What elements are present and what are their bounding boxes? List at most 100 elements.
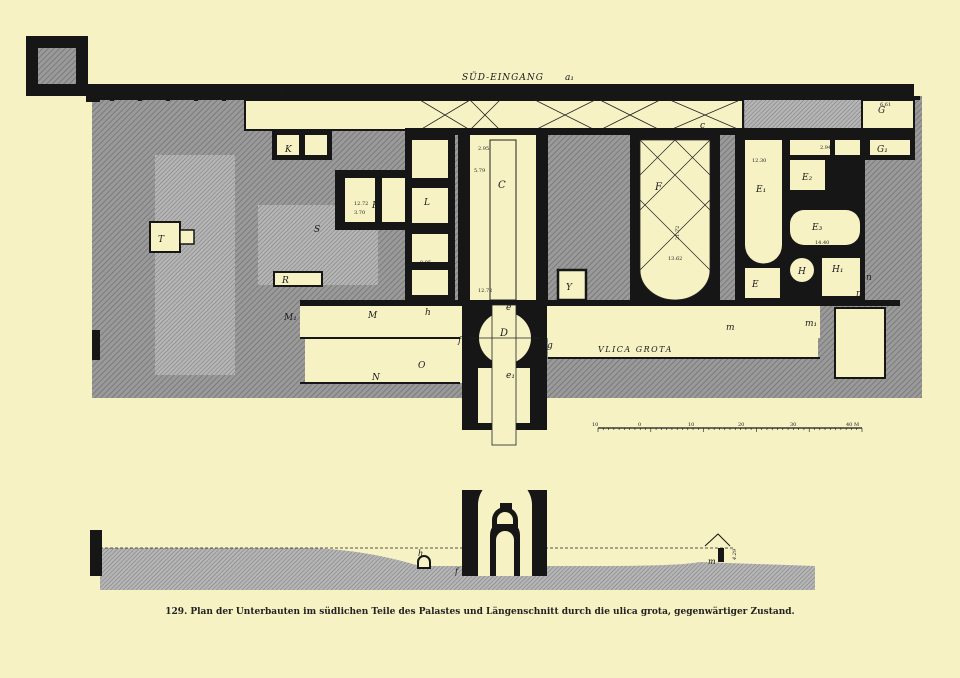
section-label-m: m — [708, 557, 716, 566]
facade-buttress — [614, 96, 618, 101]
room-r — [273, 271, 323, 287]
gate-d — [462, 304, 547, 446]
section-arch-h — [417, 555, 431, 569]
section-west-wall — [90, 530, 102, 576]
label-e1-small: e₁ — [506, 371, 515, 381]
room-g1-inner — [870, 140, 910, 155]
plan-dimensions: 12.72 3.70 2.95 12.72 21.72 13.62 14.40 … — [354, 102, 891, 294]
label-e3: E₃ — [811, 223, 823, 233]
facade-buttress — [166, 96, 170, 101]
street-label: VLICA GROTA — [598, 345, 673, 354]
facade-buttress — [390, 96, 394, 101]
facade-buttress — [754, 96, 758, 101]
corner-tower — [26, 36, 100, 102]
scale-ticks — [597, 428, 863, 432]
dim-d10: 2.94 — [820, 145, 831, 151]
label-e-small: e — [506, 303, 511, 313]
section-tower — [462, 478, 547, 576]
longitudinal-section: h f m 4.29 — [90, 478, 815, 590]
dim-d9: 8.85 — [420, 260, 431, 266]
label-h: H — [797, 267, 806, 277]
label-g-small: g — [547, 341, 553, 351]
facade-buttress — [530, 96, 534, 101]
label-e: E — [751, 280, 759, 290]
facade-buttress — [838, 96, 842, 101]
label-l: L — [423, 198, 430, 208]
room-y — [556, 268, 588, 302]
label-d: D — [499, 328, 508, 339]
facade-buttress — [810, 96, 814, 101]
facade-buttress — [446, 96, 450, 101]
scale-bar: 10 0 10 20 30 40 M — [592, 422, 863, 432]
section-label-f: f — [454, 567, 460, 576]
dim-d6: 13.62 — [668, 256, 682, 262]
section-ground — [100, 548, 815, 590]
scale-label-1: 0 — [638, 422, 641, 428]
label-y: Y — [566, 283, 573, 293]
corridor-inner-wall — [405, 128, 915, 135]
room-f — [630, 135, 720, 301]
label-f: F — [654, 182, 663, 193]
label-m-small: m — [726, 323, 735, 333]
west-wall-stub — [92, 330, 100, 360]
label-e2: E₂ — [801, 173, 813, 183]
label-c: C — [498, 180, 506, 191]
facade-buttress — [558, 96, 562, 101]
label-h1: H₁ — [831, 265, 843, 275]
label-r: R — [281, 276, 289, 286]
central-spine — [458, 135, 548, 305]
dim-d5: 21.72 — [675, 226, 681, 240]
facade-buttress — [502, 96, 506, 101]
label-s: S — [314, 225, 320, 235]
label-e1: E₁ — [755, 185, 766, 195]
scale-label-0: 10 — [592, 422, 598, 428]
entrance-label: SÜD-EINGANG — [462, 71, 544, 83]
dim-d2: 3.70 — [354, 210, 365, 216]
facade-buttress — [474, 96, 478, 101]
facade-buttress — [670, 96, 674, 101]
scale-label-4: 30 — [790, 422, 796, 428]
facade-buttress — [138, 96, 142, 101]
label-c-small: c — [700, 121, 705, 131]
rooms-e — [735, 135, 865, 300]
dim-d4: 12.72 — [478, 288, 492, 294]
label-n: N — [371, 373, 381, 383]
room-g-corner — [861, 99, 915, 131]
dim-d3: 2.95 — [478, 146, 489, 152]
section-label-h: h — [418, 549, 423, 558]
label-f-small: f — [457, 336, 463, 346]
label-g1: G₁ — [877, 145, 888, 155]
cryptoporticus — [244, 99, 744, 131]
vault-crosses — [419, 99, 741, 131]
facade-buttress — [866, 96, 870, 101]
facade-buttress — [418, 96, 422, 101]
facade-buttress — [782, 96, 786, 101]
rooms-p-l — [335, 135, 455, 305]
facade-buttress — [894, 96, 898, 101]
scale-label-5: 40 M — [846, 422, 859, 428]
dim-d12: 5.79 — [474, 168, 485, 174]
facade-buttress — [362, 96, 366, 101]
label-m1-small: m₁ — [805, 319, 817, 329]
label-m1: M₁ — [283, 313, 297, 323]
facade-buttress — [698, 96, 702, 101]
facade-buttress — [334, 96, 338, 101]
label-t: T — [158, 235, 165, 245]
scale-label-3: 20 — [738, 422, 744, 428]
dim-d11: 6.61 — [880, 102, 891, 108]
facade-buttress — [586, 96, 590, 101]
label-h-small: h — [425, 308, 431, 318]
label-a1: a₁ — [565, 73, 574, 83]
label-o: O — [418, 361, 426, 371]
dim-d8: 12.30 — [752, 158, 766, 164]
label-g: G — [878, 106, 885, 116]
label-p: P — [371, 201, 379, 211]
label-k: K — [284, 145, 293, 155]
section-label-height: 4.29 — [732, 548, 738, 561]
section-marker-m — [704, 533, 731, 562]
ulica-grota — [300, 306, 886, 384]
facade-buttress — [194, 96, 198, 101]
facade-buttress — [306, 96, 310, 101]
dim-d1: 12.72 — [354, 201, 368, 207]
